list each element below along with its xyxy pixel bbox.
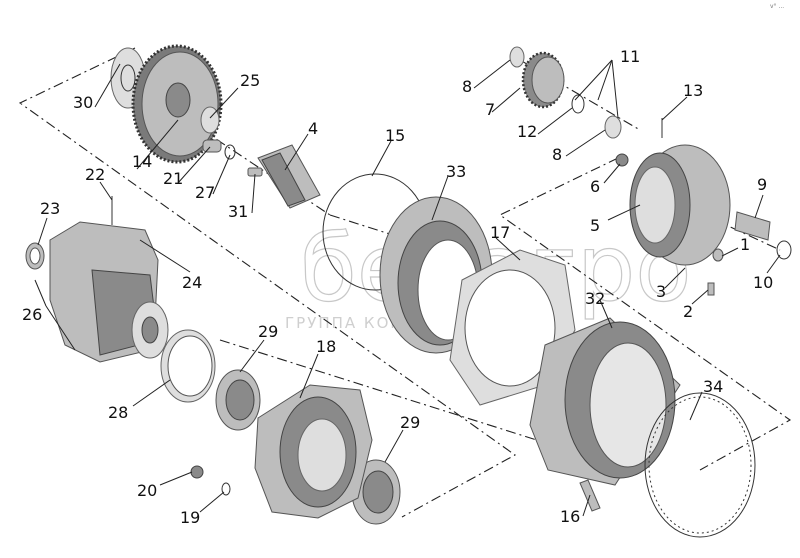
part-23-seal [25,242,45,270]
part-28-ring [160,329,216,403]
callout-32: 32 [585,289,605,308]
callout-12: 12 [517,122,537,141]
callout-14: 14 [132,152,152,171]
callout-10: 10 [753,273,773,292]
callout-4: 4 [308,119,318,138]
part-8-washer-bottom [604,115,622,139]
parts [25,44,792,538]
callout-29-left: 29 [258,322,278,341]
callout-27: 27 [195,183,215,202]
part-19-washer [221,482,231,496]
callout-28: 28 [108,403,128,422]
callout-6: 6 [590,177,600,196]
callout-29-right: 29 [400,413,420,432]
callout-3: 3 [656,282,666,301]
callout-19: 19 [180,508,200,527]
part-4-shaft [257,144,321,209]
callout-25: 25 [240,71,260,90]
callout-33: 33 [446,162,466,181]
callout-16: 16 [560,507,580,526]
callout-21: 21 [163,169,183,188]
part-12-ring [571,94,585,114]
part-6-nut [615,153,629,167]
part-8-washer-top [509,46,525,68]
callout-8-bottom: 8 [552,145,562,164]
part-1-plug [712,248,724,262]
callout-7: 7 [485,100,495,119]
part-24-housing [49,221,169,363]
part-5-carrier [629,144,731,266]
callout-30: 30 [73,93,93,112]
callout-20: 20 [137,481,157,500]
part-29-bearing-left [215,369,261,431]
callout-31: 31 [228,202,248,221]
callout-9: 9 [757,175,767,194]
axis-line-5 [219,339,601,461]
leader-lines [34,59,781,517]
assembly-line-left [18,47,517,518]
callout-5: 5 [590,216,600,235]
callout-2: 2 [683,302,693,321]
assembly-line-right [498,157,792,471]
part-9-pin [734,211,771,241]
part-14-gear [131,44,223,164]
callout-8-top: 8 [462,77,472,96]
part-32-drum [529,317,681,486]
corner-mark: v° ... [770,3,784,10]
callout-13: 13 [683,81,703,100]
part-2-bolt [707,282,715,296]
callout-18: 18 [316,337,336,356]
callout-22: 22 [85,165,105,184]
callout-11: 11 [620,47,640,66]
part-29-bearing-right [351,459,401,525]
callout-15: 15 [385,126,405,145]
callout-26: 26 [22,305,42,324]
part-18-hub [254,384,373,519]
part-7-gear [521,51,565,109]
callout-labels: 30 14 25 21 27 31 4 15 33 17 32 34 16 8 … [22,47,773,527]
part-20-nut [190,465,204,479]
callout-1: 1 [740,235,750,254]
part-27-ring [224,144,236,160]
callout-17: 17 [490,223,510,242]
callout-34: 34 [703,377,723,396]
part-21-bushing [202,139,222,153]
callout-24: 24 [182,273,202,292]
callout-23: 23 [40,199,60,218]
part-10-ring [776,240,792,260]
